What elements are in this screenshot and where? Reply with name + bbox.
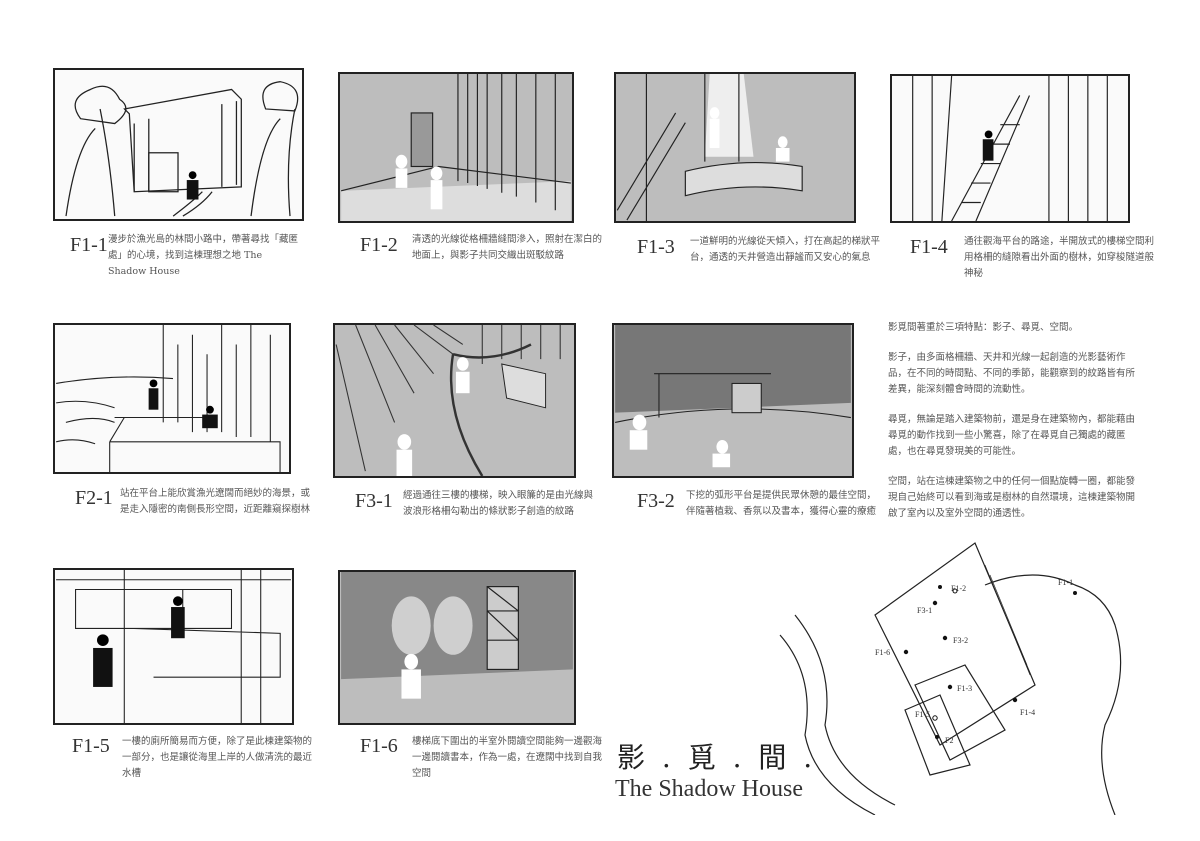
sketch-f1-4 [890,74,1130,223]
frame-caption: 通往觀海平台的路途，半開放式的樓梯空間利用格柵的縫隙看出外面的樹林，如穿梭隧道般… [964,236,1155,279]
sketch-f1-6 [338,570,576,725]
title-chinese: 影 . 覓 . 間 . [617,741,817,774]
frame-label: F1-6 [360,735,398,757]
sketch-f1-1 [53,68,304,221]
frame-label: F3-1 [355,490,393,512]
frame-caption: 經過通往三樓的樓梯，映入眼簾的是由光線與波浪形格柵勾勒出的條狀影子創造的紋路 [403,490,594,517]
sketch-f1-2 [338,72,574,223]
map-label: F1-2 [951,584,966,593]
frame-label: F1-1 [70,234,108,256]
map-label: F1-5 [915,710,930,719]
sketch-f2-1 [53,323,291,474]
sketch-f3-1 [333,323,576,478]
description-seeking: 尋覓，無論是踏入建築物前，還是身在建築物內，都能藉由尋覓的動作找到一些小驚喜，除… [888,414,1136,457]
concept-description: 影覓間著重於三項特點：影子、尋覓、空間。 影子，由多面格柵牆、天井和光線一起創造… [888,320,1138,536]
sketch-f1-3 [614,72,856,223]
frame-label: F1-2 [360,234,398,256]
frame-caption: 一樓的廁所簡易而方便，除了是此棟建築物的一部分，也是讓從海里上岸的人做清洗的最近… [122,736,313,779]
frame-caption: 清透的光線從格柵牆縫間滲入，照射在潔白的地面上，與影子共同交織出斑駁紋路 [412,234,603,261]
description-space: 空間，站在這棟建築物之中的任何一個點旋轉一圈，都能發現自己始終可以看到海或是樹林… [888,476,1136,519]
frame-label: F2-1 [75,487,113,509]
frame-label: F1-3 [637,236,675,258]
site-plan-map: F1-1 F1-2 F3-1 F3-2 F1-6 F1-3 F1-5 F2 F1… [779,542,1122,815]
map-label: F1-3 [957,684,972,693]
map-label: F1-4 [1020,708,1035,717]
frame-label: F3-2 [637,490,675,512]
sketch-f3-2 [612,323,854,478]
frame-caption: 一道鮮明的光線從天傾入，打在高起的梯狀平台，通透的天井營造出靜謐而又安心的氣息 [690,236,881,263]
description-intro: 影覓間著重於三項特點：影子、尋覓、空間。 [888,322,1079,333]
description-shadow: 影子，由多面格柵牆、天井和光線一起創造的光影藝術作品，在不同的時間點、不同的季節… [888,352,1136,395]
frame-caption: 站在平台上能欣賞漁光遼闊而絕妙的海景，或是走入隱密的南側長形空間，近距離窺探樹林 [120,488,311,515]
sketch-f1-5 [53,568,294,725]
frame-caption: 漫步於漁光島的林間小路中，帶著尋找「藏匿處」的心境，找到這棟理想之地 The S… [108,234,299,277]
frame-label: F1-5 [72,735,110,757]
map-label: F1-6 [875,648,890,657]
map-label: F2 [945,736,953,745]
frame-label: F1-4 [910,236,948,258]
map-label: F3-1 [917,606,932,615]
title-english: The Shadow House [615,776,803,802]
frame-caption: 下挖的弧形平台是提供民眾休憩的最佳空間，伴隨著植栽、香氛以及書本，獲得心靈的療癒 [686,490,877,517]
map-label: F1-1 [1058,578,1073,587]
frame-caption: 樓梯底下圍出的半室外閱讀空間能夠一邊觀海一邊閱讀書本，作為一處，在遼闊中找到自我… [412,736,603,779]
map-label: F3-2 [953,636,968,645]
